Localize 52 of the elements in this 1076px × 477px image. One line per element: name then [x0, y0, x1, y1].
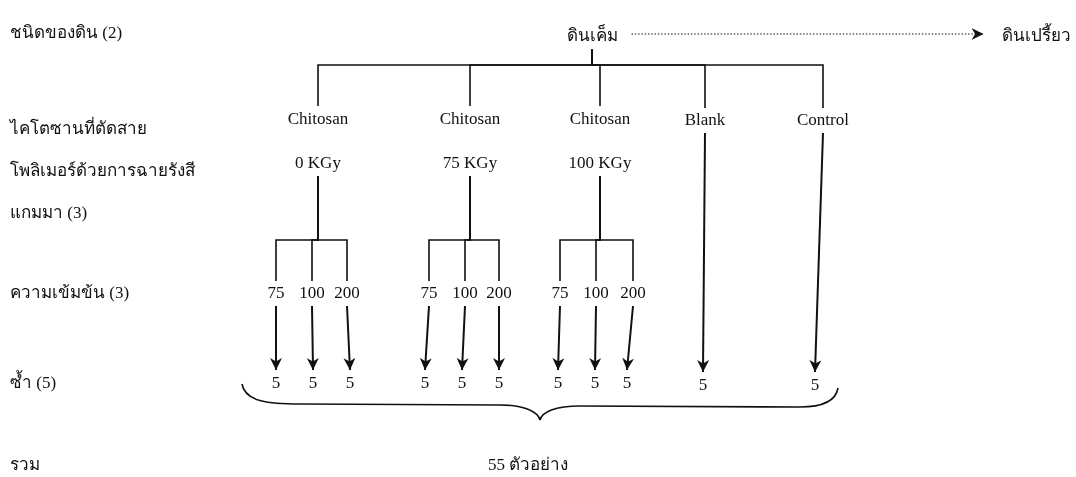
- concentration-label: 200: [334, 283, 360, 303]
- row-label: ชนิดของดิน (2): [10, 22, 123, 44]
- replicate-count: 5: [308, 373, 318, 393]
- concentration-label: 75: [551, 283, 569, 303]
- arrow: [343, 305, 356, 371]
- treatment-label: Chitosan: [287, 108, 349, 130]
- arrow: [419, 305, 432, 371]
- dotted-arrow: [630, 28, 985, 40]
- concentration-label: 100: [583, 283, 609, 303]
- tree-connector: [599, 175, 634, 282]
- replicate-count: 5: [590, 373, 600, 393]
- row-label: ความเข้มข้น (3): [10, 282, 130, 304]
- replicate-count: 5: [494, 373, 504, 393]
- replicate-count: 5: [622, 373, 632, 393]
- arrow: [493, 305, 505, 371]
- tree-label: ดินเปรี้ยว: [1001, 20, 1071, 48]
- concentration-label: 100: [299, 283, 325, 303]
- tree-connector: [317, 175, 348, 282]
- replicate-count: 5: [345, 373, 355, 393]
- treatment-label: Control: [797, 110, 849, 130]
- tree-connector: [469, 175, 500, 282]
- concentration-label: 75: [420, 283, 438, 303]
- arrow: [306, 305, 319, 371]
- replicate-count: 5: [457, 373, 467, 393]
- treatment-label: Chitosan: [439, 108, 501, 130]
- total-label: 55 ตัวอย่าง: [488, 454, 569, 476]
- treatment-label: 100 KGy: [568, 152, 632, 174]
- concentration-label: 75: [267, 283, 285, 303]
- arrow: [809, 132, 824, 373]
- treatment-label: Blank: [684, 110, 726, 130]
- arrow: [456, 305, 469, 371]
- replicate-count: 5: [810, 375, 820, 395]
- concentration-label: 200: [486, 283, 512, 303]
- replicate-count: 5: [271, 373, 281, 393]
- row-label: ไคโตซานที่ตัดสายโพลิเมอร์ด้วยการฉายรังสีแกมมา (3): [10, 108, 200, 234]
- tree-label: ดินเค็ม: [566, 20, 618, 48]
- replicate-count: 5: [553, 373, 563, 393]
- replicate-count: 5: [420, 373, 430, 393]
- concentration-label: 200: [620, 283, 646, 303]
- concentration-label: 100: [452, 283, 478, 303]
- arrow: [622, 305, 635, 371]
- arrow: [552, 305, 565, 371]
- treatment-label: 75 KGy: [441, 152, 499, 174]
- treatment-label: Chitosan: [568, 108, 632, 130]
- treatment-label: 0 KGy: [294, 152, 342, 174]
- arrow: [589, 305, 602, 371]
- tree-connector: [591, 48, 824, 109]
- row-label: ซ้ำ (5): [10, 372, 57, 394]
- arrow: [270, 305, 282, 371]
- replicate-count: 5: [698, 375, 708, 395]
- row-label: รวม: [10, 454, 40, 476]
- arrow: [697, 132, 710, 373]
